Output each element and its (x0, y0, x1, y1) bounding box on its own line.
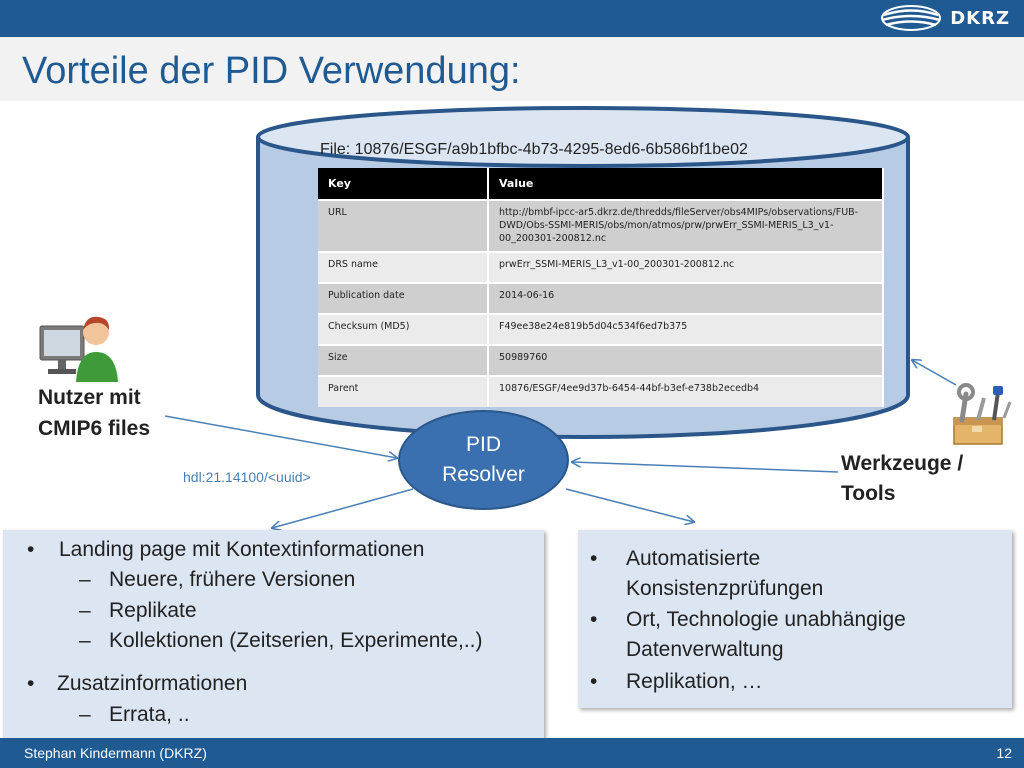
table-row: URL http://bmbf-ipcc-ar5.dkrz.de/thredds… (318, 198, 884, 253)
toolbox-icon (953, 383, 1012, 445)
automation-box: • Automatisierte Konsistenzprüfungen • O… (578, 530, 1012, 708)
bullet-item: • Ort, Technologie unabhängige Datenverw… (590, 605, 906, 665)
sub-bullet-dash: – (79, 629, 91, 652)
resolver-line2: Resolver (442, 463, 525, 486)
bullet-dot: • (27, 672, 35, 695)
table-header-row: Key Value (318, 168, 884, 200)
column-header-value: Value (488, 168, 884, 200)
landing-page-box: • Landing page mit Kontextinformationen … (3, 530, 544, 738)
sub-bullet-dash: – (79, 599, 91, 622)
row-value: http://bmbf-ipcc-ar5.dkrz.de/thredds/fil… (488, 198, 884, 253)
row-key: URL (318, 198, 489, 253)
bullet-dot: • (590, 547, 598, 570)
top-bar: DKRZ (0, 0, 1024, 37)
table-row: Parent 10876/ESGF/4ee9d37b-6454-44bf-b3e… (318, 375, 884, 408)
title-band (0, 37, 1024, 101)
page-number: 12 (996, 745, 1012, 761)
footer-author: Stephan Kindermann (DKRZ) (24, 745, 207, 761)
sub-bullet-item: – Errata, .. (79, 700, 190, 730)
row-key: Size (318, 344, 489, 377)
column-header-key: Key (318, 168, 489, 200)
user-label: Nutzer mit CMIP6 files (38, 386, 151, 440)
hdl-uuid-label: hdl:21.14100/<uuid> (183, 469, 311, 485)
resolver-line1: PID (465, 433, 501, 456)
dkrz-logo-icon (881, 5, 942, 31)
pid-resolver-node: PID Resolver (398, 410, 569, 510)
row-key: Publication date (318, 282, 489, 315)
user-computer-icon (39, 316, 118, 382)
table-row: Publication date 2014-06-16 (318, 282, 884, 315)
bullet-dot: • (27, 538, 35, 561)
bullet-item: • Automatisierte Konsistenzprüfungen (590, 544, 823, 604)
footer-bar: Stephan Kindermann (DKRZ) 12 (0, 738, 1024, 768)
row-key: DRS name (318, 251, 489, 284)
sub-bullet-dash: – (79, 703, 91, 726)
dkrz-logo: DKRZ (880, 4, 1010, 32)
table-row: Checksum (MD5) F49ee38e24e819b5d04c534f6… (318, 313, 884, 346)
row-key: Parent (318, 375, 489, 408)
row-value: F49ee38e24e819b5d04c534f6ed7b375 (488, 313, 884, 346)
bullet-dot: • (590, 608, 598, 631)
file-pid-label: File: 10876/ESGF/a9b1bfbc-4b73-4295-8ed6… (320, 141, 748, 158)
row-value: 50989760 (488, 344, 884, 377)
sub-bullet-dash: – (79, 568, 91, 591)
arrow-resolver-to-landing (272, 488, 414, 528)
logo-text: DKRZ (950, 7, 1010, 29)
tools-label: Werkzeuge / Tools (841, 452, 964, 505)
row-value: 2014-06-16 (488, 282, 884, 315)
arrow-tools-to-resolver (572, 462, 839, 473)
table-row: DRS name prwErr_SSMI-MERIS_L3_v1-00_2003… (318, 251, 884, 284)
bullet-dot: • (590, 670, 598, 693)
sub-bullet-item: – Replikate (79, 596, 197, 626)
table-row: Size 50989760 (318, 344, 884, 377)
row-value: prwErr_SSMI-MERIS_L3_v1-00_200301-200812… (488, 251, 884, 284)
bullet-item: • Zusatzinformationen (27, 669, 247, 699)
row-value: 10876/ESGF/4ee9d37b-6454-44bf-b3ef-e738b… (488, 375, 884, 408)
slide-title: Vorteile der PID Verwendung: (22, 50, 521, 92)
sub-bullet-item: – Kollektionen (Zeitserien, Experimente,… (79, 626, 483, 656)
bullet-item: • Replikation, … (590, 667, 763, 697)
arrow-resolver-to-automation (565, 488, 694, 522)
pid-record-table: Key Value URL http://bmbf-ipcc-ar5.dkrz.… (318, 168, 884, 408)
bullet-item: • Landing page mit Kontextinformationen (27, 535, 424, 565)
row-key: Checksum (MD5) (318, 313, 489, 346)
sub-bullet-item: – Neuere, frühere Versionen (79, 565, 355, 595)
